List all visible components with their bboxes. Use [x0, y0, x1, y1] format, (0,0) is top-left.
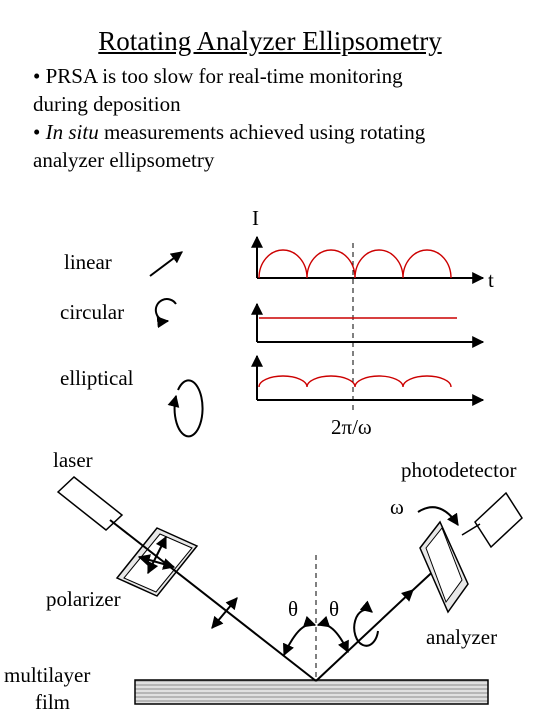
elliptical-polarization-icon: [167, 379, 204, 438]
laser-label: laser: [53, 448, 93, 472]
angle-arc-right-icon: [316, 615, 349, 654]
circular-polarization-icon: [154, 298, 177, 329]
row-label-circular: circular: [60, 300, 125, 324]
laser-device: [56, 476, 124, 531]
reflected-polarization-ellipse-icon: [353, 600, 379, 647]
polarizer-element: [115, 527, 199, 597]
reflected-beam: [315, 589, 414, 682]
bullet-2-line-2: analyzer ellipsometry: [33, 148, 215, 172]
signal-traces: [258, 249, 457, 388]
analyzer-rotation-arrow-icon: [417, 506, 459, 526]
bullet-1-line-1: • PRSA is too slow for real-time monitor…: [33, 64, 403, 88]
angle-right-label: θ: [329, 597, 340, 621]
signal-axes: [251, 235, 485, 406]
page-title: Rotating Analyzer Ellipsometry: [98, 26, 442, 56]
row-label-linear: linear: [64, 250, 112, 274]
photodetector-device: [461, 491, 523, 549]
angle-arc-left-icon: [283, 615, 317, 657]
signal-trace-elliptical: [258, 375, 452, 388]
polarizer-label: polarizer: [46, 587, 121, 611]
intensity-axis-label: I: [252, 206, 259, 230]
bullet-1-line-2: during deposition: [33, 92, 181, 116]
film-label-line-2: film: [35, 690, 70, 714]
rotation-frequency-label: ω: [390, 495, 404, 519]
multilayer-film-block: [134, 679, 489, 705]
bullet-2-line-1: • In situ measurements achieved using ro…: [33, 118, 425, 146]
linear-polarization-arrow-icon: [149, 251, 183, 277]
angle-left-label: θ: [288, 597, 299, 621]
photodetector-label: photodetector: [401, 458, 517, 482]
period-label: 2π/ω: [331, 415, 372, 439]
row-label-elliptical: elliptical: [60, 366, 134, 390]
bullet-2-marker: •: [33, 120, 46, 144]
time-axis-label: t: [488, 268, 494, 292]
incident-beam: [109, 519, 317, 682]
film-label-line-1: multilayer: [4, 663, 91, 687]
signal-trace-linear: [258, 249, 452, 279]
bullet-2-rest: measurements achieved using rotating: [98, 120, 426, 144]
analyzer-element: [419, 520, 469, 614]
bullet-2-italic: In situ: [45, 120, 99, 144]
analyzer-label: analyzer: [426, 625, 498, 649]
beam-polarization-arrow-icon: [211, 597, 238, 629]
